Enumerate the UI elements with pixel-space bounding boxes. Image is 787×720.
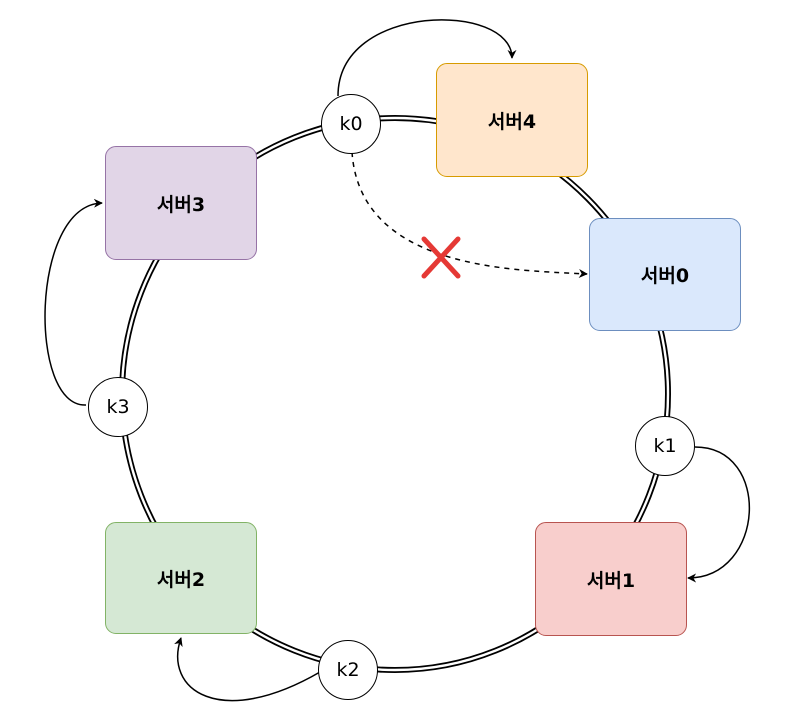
key-k0-label: k0 xyxy=(339,113,363,135)
key-k3-node: k3 xyxy=(88,377,148,437)
server-3-label: 서버3 xyxy=(156,193,206,216)
edge-k0-server0 xyxy=(351,151,588,279)
server-1-label: 서버1 xyxy=(586,569,636,592)
key-k0-node: k0 xyxy=(321,94,381,154)
edge-k3-server3 xyxy=(44,198,103,406)
edge-k2-server2 xyxy=(174,637,321,702)
edge-k0-server4 xyxy=(337,19,517,97)
key-k1-label: k1 xyxy=(653,435,677,457)
server-4-label: 서버4 xyxy=(487,110,537,133)
edge-k1-server1 xyxy=(687,446,751,583)
key-k2-label: k2 xyxy=(336,659,360,681)
server-4-node: 서버4 xyxy=(436,63,588,177)
key-k1-node: k1 xyxy=(635,416,695,476)
server-3-node: 서버3 xyxy=(105,146,257,260)
server-2-node: 서버2 xyxy=(105,522,257,634)
key-k2-node: k2 xyxy=(318,640,378,700)
key-k3-label: k3 xyxy=(106,396,130,418)
server-1-node: 서버1 xyxy=(535,522,687,636)
server-2-label: 서버2 xyxy=(156,568,206,591)
server-0-node: 서버0 xyxy=(589,218,741,331)
server-0-label: 서버0 xyxy=(640,265,690,287)
blocked-x-icon xyxy=(421,236,461,279)
